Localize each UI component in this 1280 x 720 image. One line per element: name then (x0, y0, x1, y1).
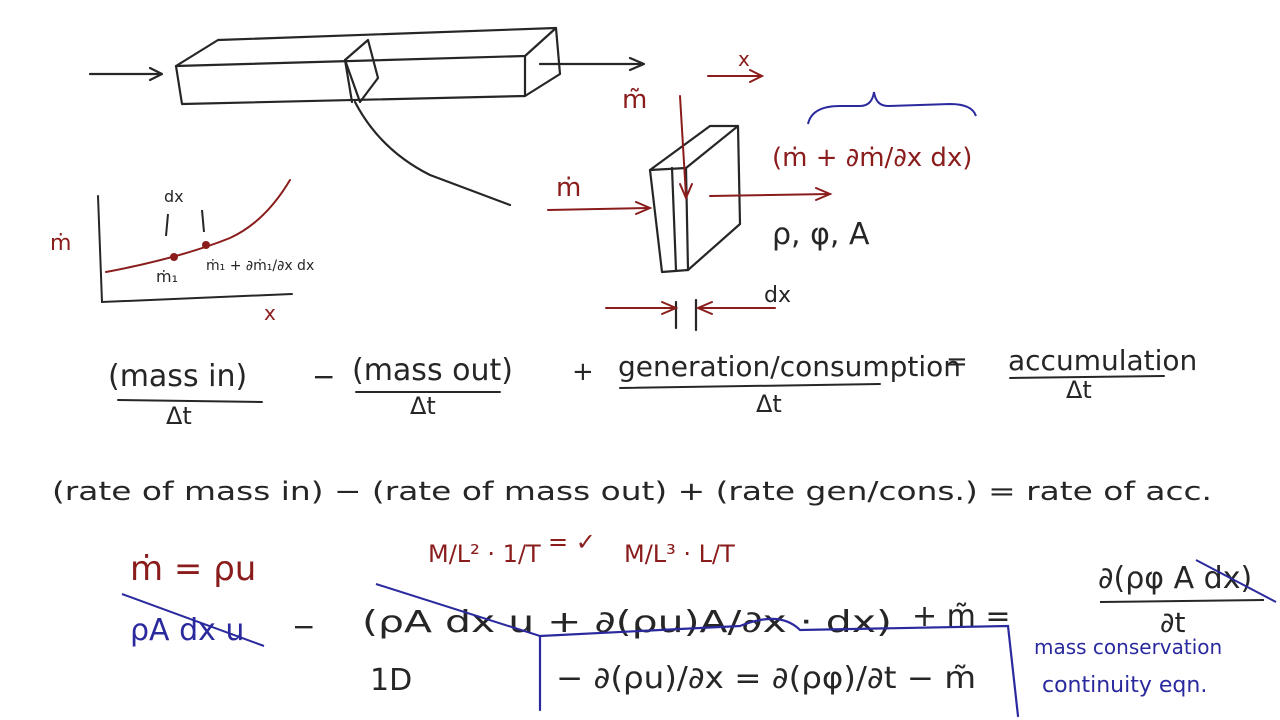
graph-dx-label: dx (164, 187, 184, 206)
mass-out: (mass out) (352, 353, 513, 388)
dt-under-mass-in: Δt (166, 402, 192, 430)
mdot-definition: ṁ = ρu (130, 549, 256, 589)
dt-under-mass-out: Δt (410, 392, 436, 420)
expansion-minus: − (292, 610, 315, 643)
units-left: M/L² · 1/T (428, 540, 541, 568)
mdot-in-label: ṁ (556, 173, 581, 203)
rhs-numerator: ∂(ρφ A dx) (1098, 561, 1252, 596)
balance-minus-1: − (312, 360, 335, 393)
mdot-out-term: (ṁ + ∂ṁ/∂x dx) (772, 143, 972, 173)
continuity-eqn-note: continuity eqn. (1042, 673, 1207, 698)
slab-arrows (547, 95, 833, 315)
accumulation: accumulation (1008, 344, 1197, 377)
x-direction-arrow (707, 69, 765, 83)
slab-dx-label: dx (764, 283, 791, 308)
result-box (538, 617, 1020, 718)
properties-label: ρ, φ, A (772, 217, 870, 252)
rate-statement: (rate of mass in) − (rate of mass out) +… (52, 477, 1212, 507)
graph-m1-plus-label: ṁ₁ + ∂ṁ₁/∂x dx (206, 258, 314, 274)
rhs-denominator: ∂t (1160, 606, 1185, 639)
graph-m1-label: ṁ₁ (156, 267, 178, 286)
out-term-brace (807, 91, 977, 125)
graph-x-label: x (264, 301, 276, 325)
mdot-vs-x-graph (97, 179, 293, 304)
units-check: = ✓ (548, 528, 596, 556)
graph-y-label: ṁ (50, 231, 71, 256)
mass-conservation-note: mass conservation (1034, 635, 1222, 659)
slab-element (648, 124, 742, 332)
mass-balance-words: (mass in) − (mass out) + generation/cons… (108, 344, 1197, 430)
x-arrow-label: x (738, 47, 750, 71)
dt-under-accum: Δt (1066, 376, 1092, 404)
balance-plus: + (572, 357, 594, 387)
one-d-label: 1D (370, 663, 412, 698)
duct-sketch (88, 26, 646, 207)
continuity-equation: − ∂(ρu)/∂x = ∂(ρφ)/∂t − m̃ (556, 661, 976, 696)
mass-in: (mass in) (108, 359, 247, 394)
units-right: M/L³ · L/T (624, 540, 735, 568)
rhs-strike (1195, 559, 1277, 603)
mtilde-label: m̃ (622, 85, 647, 115)
dt-under-gen: Δt (756, 390, 782, 418)
paren-strike (375, 583, 541, 637)
generation-consumption: generation/consumption (618, 350, 961, 383)
expansion-paren: (ρA dx u + ∂(ρu)A/∂x · dx) (362, 605, 892, 640)
lhs-strike (121, 593, 265, 647)
expansion-rest: + m̃ = (912, 599, 1011, 634)
balance-equals: = (946, 347, 968, 377)
